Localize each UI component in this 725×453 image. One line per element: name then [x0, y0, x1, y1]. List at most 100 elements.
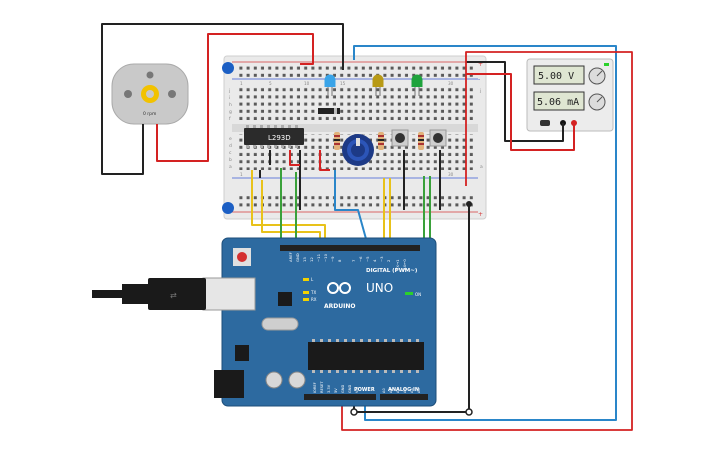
tx-led: [303, 291, 309, 294]
minus-sign: -: [478, 76, 480, 83]
pin-label: A1: [389, 388, 393, 393]
pin-label: TX→1: [395, 259, 400, 271]
power-switch[interactable]: [540, 120, 550, 126]
breadboard-mount-dot: [222, 62, 234, 74]
status-led: [604, 63, 609, 66]
current-readout: 5.06 mA: [537, 97, 579, 108]
row-letter: g: [229, 110, 232, 115]
arduino-uno[interactable]: ⇄ L TX RX ON DIGITAL (PWM~) ARDUINO UNO: [92, 237, 437, 407]
led-green[interactable]: [411, 74, 423, 97]
pin-label: ~3: [379, 256, 384, 262]
row-letter: j: [479, 88, 481, 94]
pin-label: 12: [309, 257, 314, 262]
pin-label: Vin: [355, 387, 359, 393]
model-label: UNO: [366, 281, 393, 295]
pin-label: ~11: [316, 253, 321, 262]
usb-chip: [278, 292, 292, 306]
potentiometer[interactable]: [342, 134, 374, 166]
brand-label: ARDUINO: [324, 303, 355, 310]
usb-port[interactable]: ⇄: [92, 277, 256, 311]
usb-icon: ⇄: [170, 291, 177, 300]
capacitor: [265, 371, 283, 389]
row-letter: a: [480, 165, 483, 170]
pin-label: RX←0: [402, 259, 407, 270]
plus-sign: +: [478, 61, 483, 68]
l-led: [303, 278, 309, 281]
pin-label: IOREF: [313, 382, 317, 393]
power-pin-labels: IOREF RESET 3.3V 5V GND GND Vin A0 A1 A2…: [313, 381, 421, 393]
reset-button[interactable]: [237, 252, 247, 262]
column-number: 1: [240, 81, 243, 86]
atmega-chip: [308, 342, 424, 370]
row-letter: b: [229, 157, 232, 163]
digital-pin-labels: AREF GND 13 12 ~11 ~10 ~9 8 7 ~6 ~5 4 ~3…: [288, 252, 407, 271]
analog-header-label: ANALOG IN: [388, 387, 419, 393]
rx-led: [303, 298, 309, 301]
plus-sign: +: [478, 211, 483, 218]
pin-label: ~10: [323, 253, 328, 262]
on-led: [405, 292, 413, 295]
power-header[interactable]: [304, 394, 376, 400]
resistor[interactable]: [418, 132, 424, 150]
power-header-label: POWER: [354, 387, 375, 393]
column-number: 30: [448, 81, 454, 86]
column-number: 30: [448, 172, 454, 177]
tx-label: TX: [310, 290, 316, 295]
row-letter: j: [228, 88, 230, 94]
pin-label: A5: [417, 388, 421, 393]
power-jack[interactable]: [214, 370, 244, 398]
row-letter: d: [229, 143, 232, 149]
on-label: ON: [415, 292, 421, 297]
digital-header[interactable]: [280, 245, 420, 251]
pin-label: AREF: [288, 252, 293, 262]
center-channel: [232, 124, 478, 132]
row-letter: f: [229, 116, 231, 122]
column-number: 1: [240, 172, 243, 177]
column-number: 10: [304, 81, 310, 86]
voltage-readout: 5.00 V: [538, 71, 574, 82]
pin-label: 2: [386, 259, 391, 262]
column-number: 5: [269, 81, 272, 86]
l293d-ic[interactable]: L293D: [244, 125, 304, 148]
row-letter: e: [229, 137, 232, 142]
column-number: 15: [340, 81, 346, 86]
rx-label: RX: [311, 297, 317, 302]
motor-speed: 0 rpm: [143, 111, 156, 117]
analog-header[interactable]: [380, 394, 428, 400]
pin-label: ~5: [365, 256, 370, 262]
pin-label: RESET: [320, 381, 324, 393]
regulator: [235, 345, 249, 361]
power-supply[interactable]: 5.00 V 5.06 mA: [526, 58, 614, 132]
pin-label: A3: [403, 388, 407, 393]
pin-label: 3.3V: [327, 384, 331, 393]
top-rail-holes: [238, 64, 474, 77]
arduino-logo-icon: [327, 282, 351, 294]
push-button[interactable]: [429, 129, 447, 147]
bottom-rail-holes: [238, 196, 474, 210]
dc-motor[interactable]: 0 rpm: [111, 63, 189, 158]
push-button[interactable]: [391, 129, 409, 147]
led-yellow[interactable]: [372, 74, 384, 97]
l-label: L: [311, 277, 314, 282]
row-letter: i: [229, 95, 230, 101]
capacitor: [288, 371, 306, 389]
pin-label: A4: [410, 388, 414, 393]
pin-label: 4: [372, 259, 377, 262]
row-letter: c: [229, 151, 232, 156]
terminal-holes-top: [238, 86, 474, 122]
pin-label: ~6: [358, 256, 363, 262]
resistor[interactable]: [334, 132, 340, 150]
pin-label: A0: [382, 388, 386, 393]
row-letter: a: [229, 165, 232, 170]
led-blue[interactable]: [324, 74, 336, 97]
pin-label: 13: [302, 257, 307, 262]
resistor[interactable]: [378, 132, 384, 150]
diode[interactable]: [318, 108, 340, 114]
pin-label: GND: [295, 253, 300, 262]
pin-label: 7: [351, 259, 356, 262]
pin-label: ~9: [330, 256, 335, 262]
pin-label: A2: [396, 388, 400, 393]
pin-label: 5V: [334, 388, 338, 393]
pin-label: GND: [348, 385, 352, 393]
